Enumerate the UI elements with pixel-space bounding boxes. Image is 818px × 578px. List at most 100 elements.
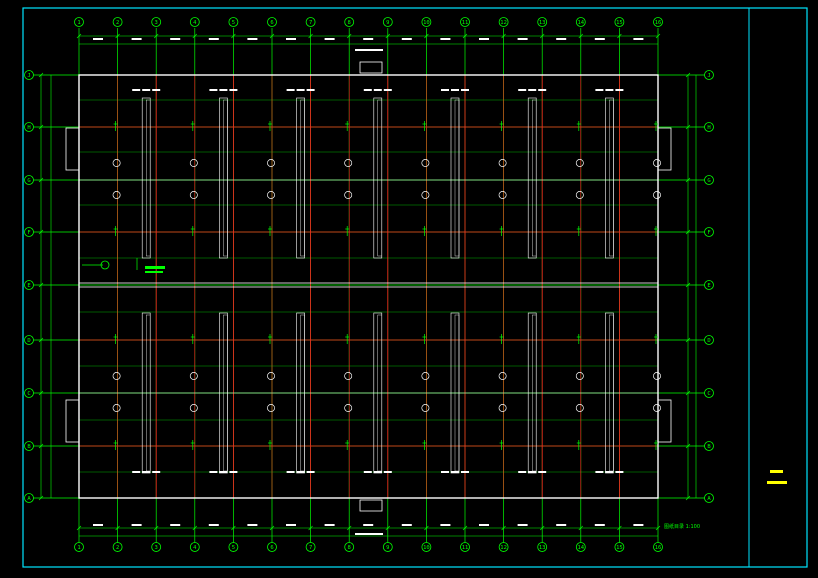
dim-tick-right-1: [685, 124, 691, 130]
row-bubble-right-A-circle: [704, 493, 714, 503]
col-bubble-bottom-7-label: 7: [309, 545, 312, 551]
row-bubble-right-D-label: D: [707, 338, 710, 344]
dim-tick-bottom-7: [346, 525, 352, 531]
pile-circle-3-0: [344, 159, 353, 167]
row-bubble-right-E-label: E: [707, 283, 710, 289]
dim-tick-left-7: [38, 443, 44, 449]
drawing-title: 图纸目录 1:100: [664, 523, 700, 530]
col-bubble-bottom-2-label: 2: [116, 545, 119, 551]
dim-tick-right-2: [685, 177, 691, 183]
slot-dim-top-2-1: [296, 89, 305, 91]
dim-tick-bottom-3: [192, 525, 198, 531]
slot-dim-top-4-1: [451, 89, 459, 91]
col-bubble-bottom-1-circle: [74, 542, 84, 552]
dim-tick-right-8: [685, 495, 691, 501]
col-bubble-bottom-14-label: 14: [577, 545, 584, 551]
col-bubble-top-11-circle: [460, 17, 470, 27]
row-bubble-left-A-circle: [24, 493, 34, 503]
legend-bar-long: [767, 481, 787, 484]
dim-tick-right-0: [685, 72, 691, 78]
col-bubble-top-2-label: 2: [116, 20, 119, 26]
slot-dim-top-0-2: [152, 89, 161, 91]
pile-circle-1-3: [189, 404, 198, 412]
dim-text-bottom-1: [131, 524, 142, 526]
dim-tick-bottom-12: [539, 525, 545, 531]
row-bubble-right-E-circle: [704, 280, 714, 290]
dim-tick-left-6: [38, 390, 44, 396]
dim-tick-top-6: [308, 33, 313, 39]
dim-text-top-14: [633, 38, 644, 40]
col-bubble-top-4-label: 4: [193, 20, 197, 26]
row-bubble-right-F-label: F: [707, 230, 710, 236]
slot-top-inner-1: [223, 99, 228, 257]
pile-circle-7-1: [653, 191, 661, 199]
row-bubble-left-E-label: E: [27, 283, 30, 289]
dim-text-bottom-6: [324, 524, 335, 526]
dim-text-top-8: [401, 38, 412, 40]
row-bubble-right-J-circle: [704, 70, 714, 80]
col-bubble-bottom-11-circle: [460, 542, 470, 552]
dim-tick-bottom-5: [269, 525, 275, 531]
col-bubble-top-5-label: 5: [232, 20, 235, 26]
dim-tick-bottom-2: [153, 525, 159, 531]
col-bubble-bottom-12-circle: [498, 542, 509, 552]
slot-dim-bottom-4-0: [441, 471, 449, 473]
col-bubble-top-5-circle: [228, 17, 239, 27]
dim-text-bottom-9: [440, 524, 451, 526]
slot-dim-bottom-1-0: [209, 471, 218, 473]
slot-dim-bottom-6-2: [615, 471, 624, 473]
dim-total-top: [355, 49, 383, 51]
col-bubble-bottom-9-label: 9: [386, 545, 389, 551]
col-bubble-top-7-label: 7: [309, 20, 312, 26]
dim-tick-bottom-8: [385, 525, 391, 531]
dim-text-bottom-13: [594, 524, 605, 526]
dim-tick-left-3: [38, 229, 44, 235]
building-outline: [65, 61, 672, 512]
pile-circle-2-3: [267, 404, 275, 412]
slot-dim-bottom-3-0: [363, 471, 372, 473]
col-bubble-top-14-circle: [575, 17, 586, 27]
side-bay-right-top: [657, 127, 672, 171]
pile-circle-2-1: [267, 191, 275, 199]
dim-tick-top-3: [192, 33, 198, 39]
row-bubble-right-H-label: H: [707, 125, 710, 131]
dim-tick-top-9: [424, 33, 429, 39]
pile-circle-1-1: [189, 191, 198, 199]
row-bubble-right-G-label: G: [707, 178, 710, 184]
col-bubble-top-15-label: 15: [616, 20, 623, 26]
slot-dim-bottom-3-1: [373, 471, 382, 473]
pile-circle-5-1: [498, 191, 507, 199]
slot-top-inner-5: [532, 99, 537, 257]
pile-circle-0-0: [112, 159, 121, 167]
pile-circle-7-2: [653, 372, 661, 380]
col-bubble-top-2-circle: [112, 17, 123, 27]
col-bubble-bottom-6-circle: [267, 542, 277, 552]
slot-dim-top-3-2: [383, 89, 392, 91]
dim-tick-left-1: [38, 124, 44, 130]
dim-text-top-0: [93, 38, 103, 40]
row-bubble-left-B-circle: [24, 441, 34, 451]
dim-text-top-11: [517, 38, 528, 40]
dim-tick-bottom-14: [617, 525, 622, 531]
slot-dim-top-4-0: [441, 89, 449, 91]
col-bubble-top-16-circle: [653, 17, 663, 27]
col-bubble-bottom-13-label: 13: [539, 545, 546, 551]
row-bubble-left-C-label: C: [27, 391, 30, 397]
row-bubble-left-F-circle: [24, 227, 34, 237]
dim-tick-bottom-1: [115, 525, 120, 531]
col-bubble-top-16-label: 16: [655, 20, 662, 26]
slot-top-inner-6: [609, 99, 614, 257]
pile-circle-0-1: [112, 191, 121, 199]
col-bubble-top-1-label: 1: [77, 20, 80, 26]
row-bubble-left-D-circle: [24, 335, 34, 345]
slot-dim-bottom-1-2: [229, 471, 238, 473]
legend-bar-short: [770, 470, 783, 473]
slot-dim-bottom-1-1: [219, 471, 228, 473]
axis-bubbles: 1122334455667788991010111112121313141415…: [24, 17, 714, 552]
dim-text-top-13: [594, 38, 605, 40]
row-bubble-right-A-label: A: [707, 496, 711, 502]
side-bay-left-top: [65, 127, 80, 171]
dim-text-top-4: [247, 38, 258, 40]
pile-circle-1-0: [189, 159, 198, 167]
slot-dim-top-2-2: [306, 89, 315, 91]
